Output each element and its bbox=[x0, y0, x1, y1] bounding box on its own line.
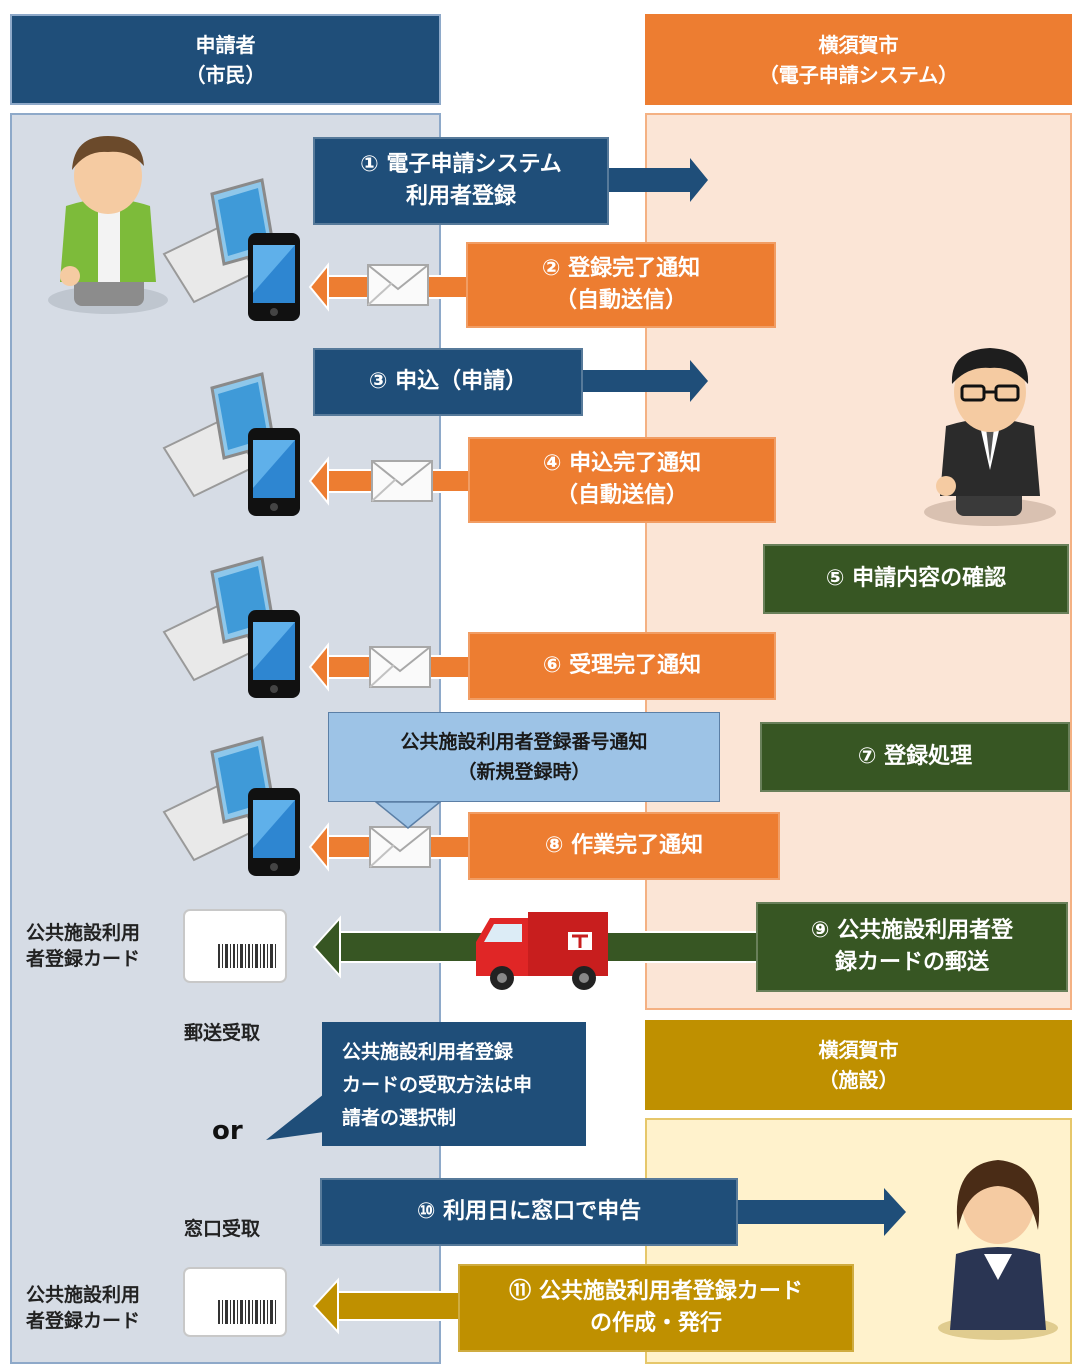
header-city-facility-line2: （施設） bbox=[818, 1068, 899, 1092]
callout-tail-selection bbox=[266, 1094, 324, 1140]
step11-box: ⑪ 公共施設利用者登録カード の作成・発行 bbox=[458, 1264, 854, 1352]
callout-selection-line3: 請者の選択制 bbox=[342, 1107, 457, 1129]
step10-line1: ⑩ 利用日に窓口で申告 bbox=[416, 1199, 642, 1224]
callout-selection-line2: カードの受取方法は申 bbox=[342, 1074, 533, 1096]
step4-line2: （自動送信） bbox=[555, 483, 688, 508]
step2-line1: ② 登録完了通知 bbox=[541, 256, 701, 281]
step3-box: ③ 申込（申請） bbox=[313, 348, 583, 416]
step10-box: ⑩ 利用日に窓口で申告 bbox=[320, 1178, 738, 1246]
step4-line1: ④ 申込完了通知 bbox=[542, 451, 702, 476]
postal-receipt-label: 郵送受取 bbox=[184, 1022, 261, 1044]
card-label-top-line1: 公共施設利用 bbox=[26, 922, 141, 944]
header-applicant-line1: 申請者 bbox=[195, 32, 256, 57]
postal-truck-icon bbox=[476, 912, 608, 990]
header-city-facility-line1: 横須賀市 bbox=[818, 1038, 899, 1062]
step9-line1: ⑨ 公共施設利用者登 bbox=[810, 918, 1014, 943]
smartphone-icon bbox=[248, 788, 300, 876]
step8-line1: ⑧ 作業完了通知 bbox=[544, 833, 704, 858]
arrow-step1 bbox=[600, 158, 708, 202]
header-city-system: 横須賀市 （電子申請システム） bbox=[645, 14, 1072, 105]
header-applicant-line2: （市民） bbox=[185, 62, 266, 87]
counter-receipt-label: 窓口受取 bbox=[184, 1218, 261, 1240]
step4-box: ④ 申込完了通知 （自動送信） bbox=[468, 437, 776, 523]
callout-number-notice-line1: 公共施設利用者登録番号通知 bbox=[400, 731, 648, 753]
step7-box: ⑦ 登録処理 bbox=[760, 722, 1070, 792]
step11-line1: ⑪ 公共施設利用者登録カード bbox=[509, 1279, 803, 1304]
step9-box: ⑨ 公共施設利用者登 録カードの郵送 bbox=[756, 902, 1068, 992]
step6-line1: ⑥ 受理完了通知 bbox=[542, 653, 702, 678]
smartphone-icon bbox=[248, 428, 300, 516]
envelope-icon bbox=[371, 460, 433, 502]
step1-box: ① 電子申請システム 利用者登録 bbox=[313, 137, 609, 225]
smartphone-icon bbox=[248, 610, 300, 698]
header-applicant: 申請者 （市民） bbox=[10, 14, 441, 105]
step5-line1: ⑤ 申請内容の確認 bbox=[825, 566, 1007, 591]
citizen-person-icon bbox=[48, 136, 168, 314]
header-city-system-line1: 横須賀市 bbox=[818, 32, 899, 57]
facility-staff-person-icon bbox=[938, 1160, 1058, 1340]
envelope-icon bbox=[369, 826, 431, 868]
header-city-system-line2: （電子申請システム） bbox=[758, 62, 959, 87]
step3-line1: ③ 申込（申請） bbox=[368, 369, 528, 394]
or-label: or bbox=[212, 1116, 243, 1146]
step2-box: ② 登録完了通知 （自動送信） bbox=[466, 242, 776, 328]
callout-tail-number-notice bbox=[373, 801, 443, 829]
card-label-bottom-line2: 者登録カード bbox=[26, 1310, 141, 1332]
step2-line2: （自動送信） bbox=[554, 288, 687, 313]
step8-box: ⑧ 作業完了通知 bbox=[468, 812, 780, 880]
callout-selection: 公共施設利用者登録 カードの受取方法は申 請者の選択制 bbox=[322, 1022, 586, 1146]
step1-line2: 利用者登録 bbox=[405, 184, 516, 209]
header-city-facility: 横須賀市 （施設） bbox=[645, 1020, 1072, 1110]
step1-line1: ① 電子申請システム bbox=[360, 152, 562, 177]
step9-line2: 録カードの郵送 bbox=[834, 950, 989, 975]
arrow-step10 bbox=[730, 1188, 906, 1236]
card-label-bottom: 公共施設利用 者登録カード bbox=[26, 1282, 140, 1334]
envelope-icon bbox=[367, 264, 429, 306]
callout-number-notice: 公共施設利用者登録番号通知 （新規登録時） bbox=[328, 712, 720, 802]
step7-line1: ⑦ 登録処理 bbox=[857, 744, 973, 769]
envelope-icon bbox=[369, 646, 431, 688]
callout-number-notice-line2: （新規登録時） bbox=[457, 761, 591, 783]
step5-box: ⑤ 申請内容の確認 bbox=[763, 544, 1069, 614]
registration-card-icon bbox=[183, 1267, 287, 1337]
arrow-step11 bbox=[312, 1277, 465, 1335]
card-label-top-line2: 者登録カード bbox=[26, 948, 141, 970]
callout-selection-line1: 公共施設利用者登録 bbox=[342, 1041, 514, 1063]
registration-card-icon bbox=[183, 909, 287, 983]
card-label-bottom-line1: 公共施設利用 bbox=[26, 1284, 141, 1306]
arrow-step3 bbox=[580, 360, 708, 402]
step11-line2: の作成・発行 bbox=[589, 1311, 722, 1336]
smartphone-icon bbox=[248, 233, 300, 321]
card-label-top: 公共施設利用 者登録カード bbox=[26, 920, 140, 972]
staff-person-icon bbox=[924, 348, 1056, 526]
step6-box: ⑥ 受理完了通知 bbox=[468, 632, 776, 700]
